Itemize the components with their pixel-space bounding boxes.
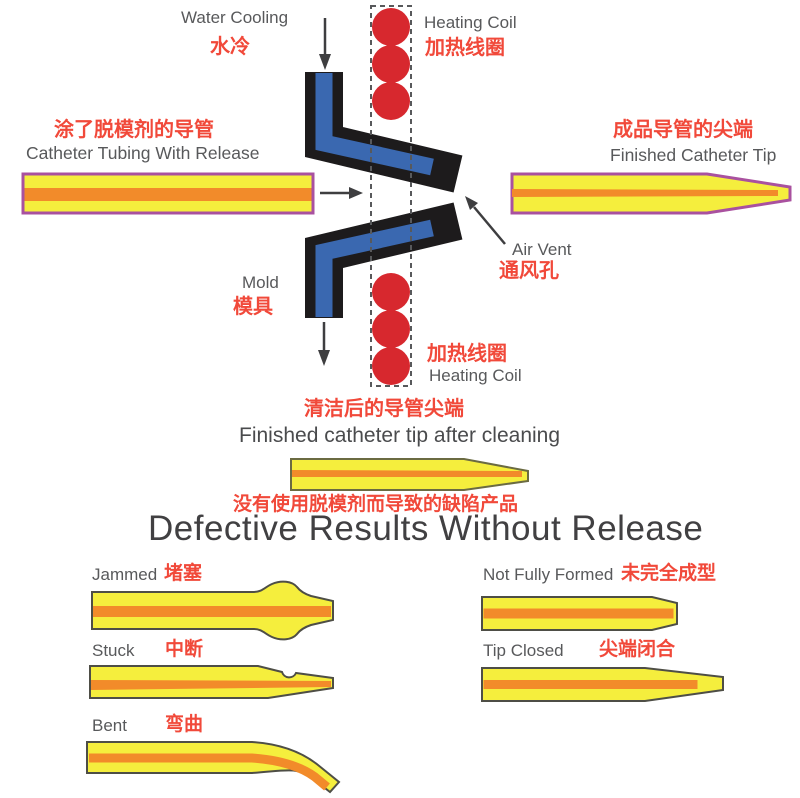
defect-bent-shape [86, 741, 341, 794]
tubing-label-zh: 涂了脱模剂的导管 [54, 119, 214, 141]
heating-coil-bottom-label-zh: 加热线圈 [427, 343, 507, 365]
heating-coil-dashed-box [370, 5, 412, 387]
defect-stuck-label-en: Stuck [92, 641, 135, 660]
defect-not-fully-formed-shape [481, 596, 678, 631]
finished-tip-label-en: Finished Catheter Tip [610, 145, 777, 165]
cleaned-tip-label-zh: 清洁后的导管尖端 [304, 398, 464, 420]
heating-coil-bottom-label-en: Heating Coil [429, 366, 522, 385]
defect-tip-closed-shape [481, 667, 724, 702]
defect-tip-closed-label-en: Tip Closed [483, 641, 564, 660]
heating-coil-top-label-zh: 加热线圈 [425, 37, 505, 59]
heating-coil-bottom-icon [372, 273, 410, 385]
defect-stuck-shape [89, 665, 334, 699]
mold-bottom-half [305, 202, 463, 318]
heating-coil-top-icon [372, 8, 410, 120]
cleaned-tip-label-en: Finished catheter tip after cleaning [239, 424, 561, 447]
defect-not-fully-formed-label-zh: 未完全成型 [621, 563, 717, 584]
mold-label-zh: 模具 [233, 296, 273, 318]
air-vent-arrow [465, 196, 506, 245]
defect-jammed-label-en: Jammed [92, 565, 158, 584]
water-cooling-label-en: Water Cooling [181, 8, 289, 27]
finished-catheter-tip-shape [510, 172, 792, 215]
catheter-tube-left [21, 172, 315, 215]
defect-bent-label-en: Bent [92, 716, 127, 735]
air-vent-label-en: Air Vent [512, 240, 572, 259]
defect-stuck-label-zh: 中断 [165, 639, 204, 660]
defects-intro-zh: 没有使用脱模剂而导致的缺陷产品 [233, 494, 519, 515]
water-cooling-arrow [319, 18, 331, 70]
mold-top-half [305, 72, 463, 193]
defects-title: Defective Results Without Release [148, 509, 704, 548]
defect-tip-closed-label-zh: 尖端闭合 [599, 639, 676, 660]
mold-label-en: Mold [242, 273, 279, 292]
cleaned-catheter-tip-shape [290, 458, 529, 491]
water-cooling-label-zh: 水冷 [210, 36, 250, 58]
air-vent-label-zh: 通风孔 [499, 260, 559, 282]
feed-direction-arrow [320, 187, 363, 199]
tubing-label-en: Catheter Tubing With Release [26, 143, 260, 163]
defect-bent-label-zh: 弯曲 [165, 714, 204, 735]
defect-jammed-label-zh: 堵塞 [164, 563, 203, 584]
heating-coil-top-label-en: Heating Coil [424, 13, 517, 32]
mold-exit-arrow [318, 322, 330, 366]
defect-not-fully-formed-label-en: Not Fully Formed [483, 565, 614, 584]
finished-tip-label-zh: 成品导管的尖端 [613, 119, 753, 141]
defect-jammed-shape [91, 580, 334, 641]
